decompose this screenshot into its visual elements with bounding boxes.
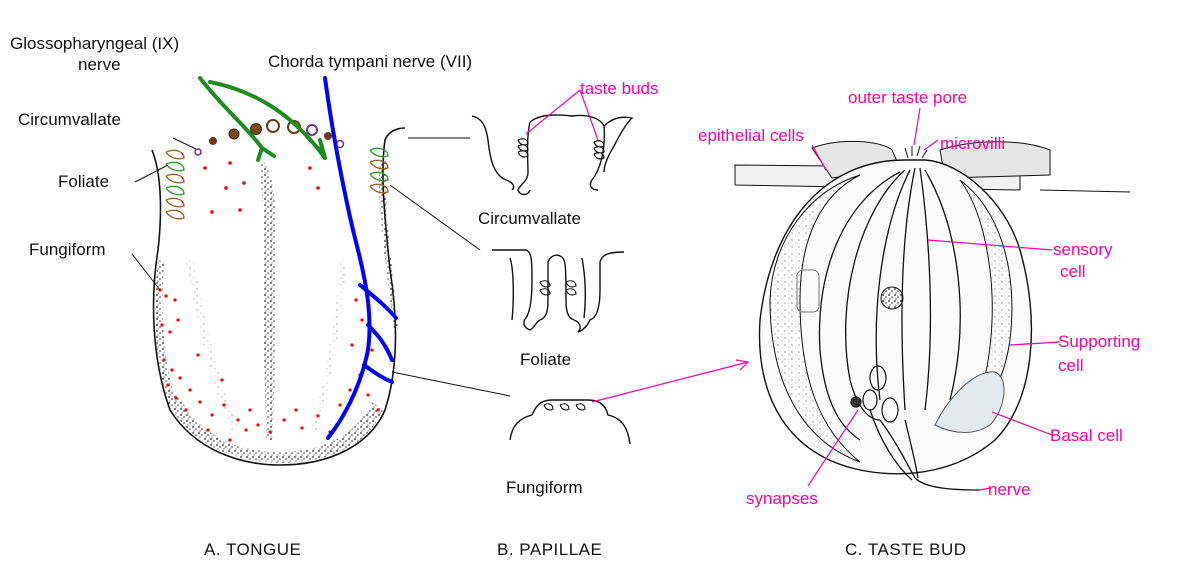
label-outer-taste-pore: outer taste pore	[848, 88, 967, 108]
label-circumvallate-papilla: Circumvallate	[478, 209, 581, 229]
label-taste-buds: taste buds	[580, 79, 658, 99]
pointer-tongue-to-fungiform	[392, 372, 510, 396]
caption-taste-bud: C. TASTE BUD	[845, 540, 967, 560]
tongue-left-groove	[186, 260, 238, 430]
foliate-papillae-left	[166, 150, 184, 218]
tongue-left-shading	[155, 260, 176, 405]
label-supporting-cell: cell	[1058, 356, 1084, 376]
glossopharyngeal-nerve	[200, 78, 325, 160]
epithelial-line	[1040, 190, 1130, 192]
pointer-glosso-circumvallate	[173, 138, 196, 149]
fungiform-papilla-drawing	[510, 400, 630, 444]
label-fungiform-tongue: Fungiform	[29, 240, 106, 260]
microvilli	[905, 146, 927, 158]
label-foliate-tongue: Foliate	[58, 172, 109, 192]
label-sensory-cell: cell	[1060, 262, 1086, 282]
caption-tongue: A. TONGUE	[204, 540, 301, 560]
label-nerve: nerve	[988, 480, 1031, 500]
circumvallate-papilla-drawing	[472, 115, 632, 195]
label-glossopharyngeal: Glossopharyngeal (IX)	[10, 34, 179, 54]
label-circumvallate-tongue: Circumvallate	[18, 110, 121, 130]
circumvallate-taste-buds	[518, 139, 604, 159]
label-sensory: sensory	[1053, 240, 1113, 260]
label-chorda-tympani: Chorda tympani nerve (VII)	[268, 52, 472, 72]
pointer-tongue-to-foliate	[390, 185, 480, 250]
label-supporting: Supporting	[1058, 332, 1140, 352]
label-synapses: synapses	[746, 489, 818, 509]
caption-papillae: B. PAPILLAE	[497, 540, 602, 560]
label-basal-cell: Basal cell	[1050, 426, 1123, 446]
label-fungiform-papilla: Fungiform	[506, 478, 583, 498]
fungiform-taste-buds	[544, 404, 585, 410]
tongue-midline-shading	[261, 160, 277, 440]
label-glossopharyngeal-nerve: nerve	[78, 55, 121, 75]
pointer-foliate	[135, 165, 168, 182]
label-epithelial-cells: epithelial cells	[698, 126, 804, 146]
papilla-to-taste-bud-arrow	[592, 360, 748, 402]
sensory-cell-nucleus	[881, 287, 903, 309]
label-microvilli: microvilli	[940, 134, 1005, 154]
label-foliate-papilla: Foliate	[520, 350, 571, 370]
foliate-taste-buds	[540, 281, 576, 295]
tongue-figure	[132, 78, 510, 465]
